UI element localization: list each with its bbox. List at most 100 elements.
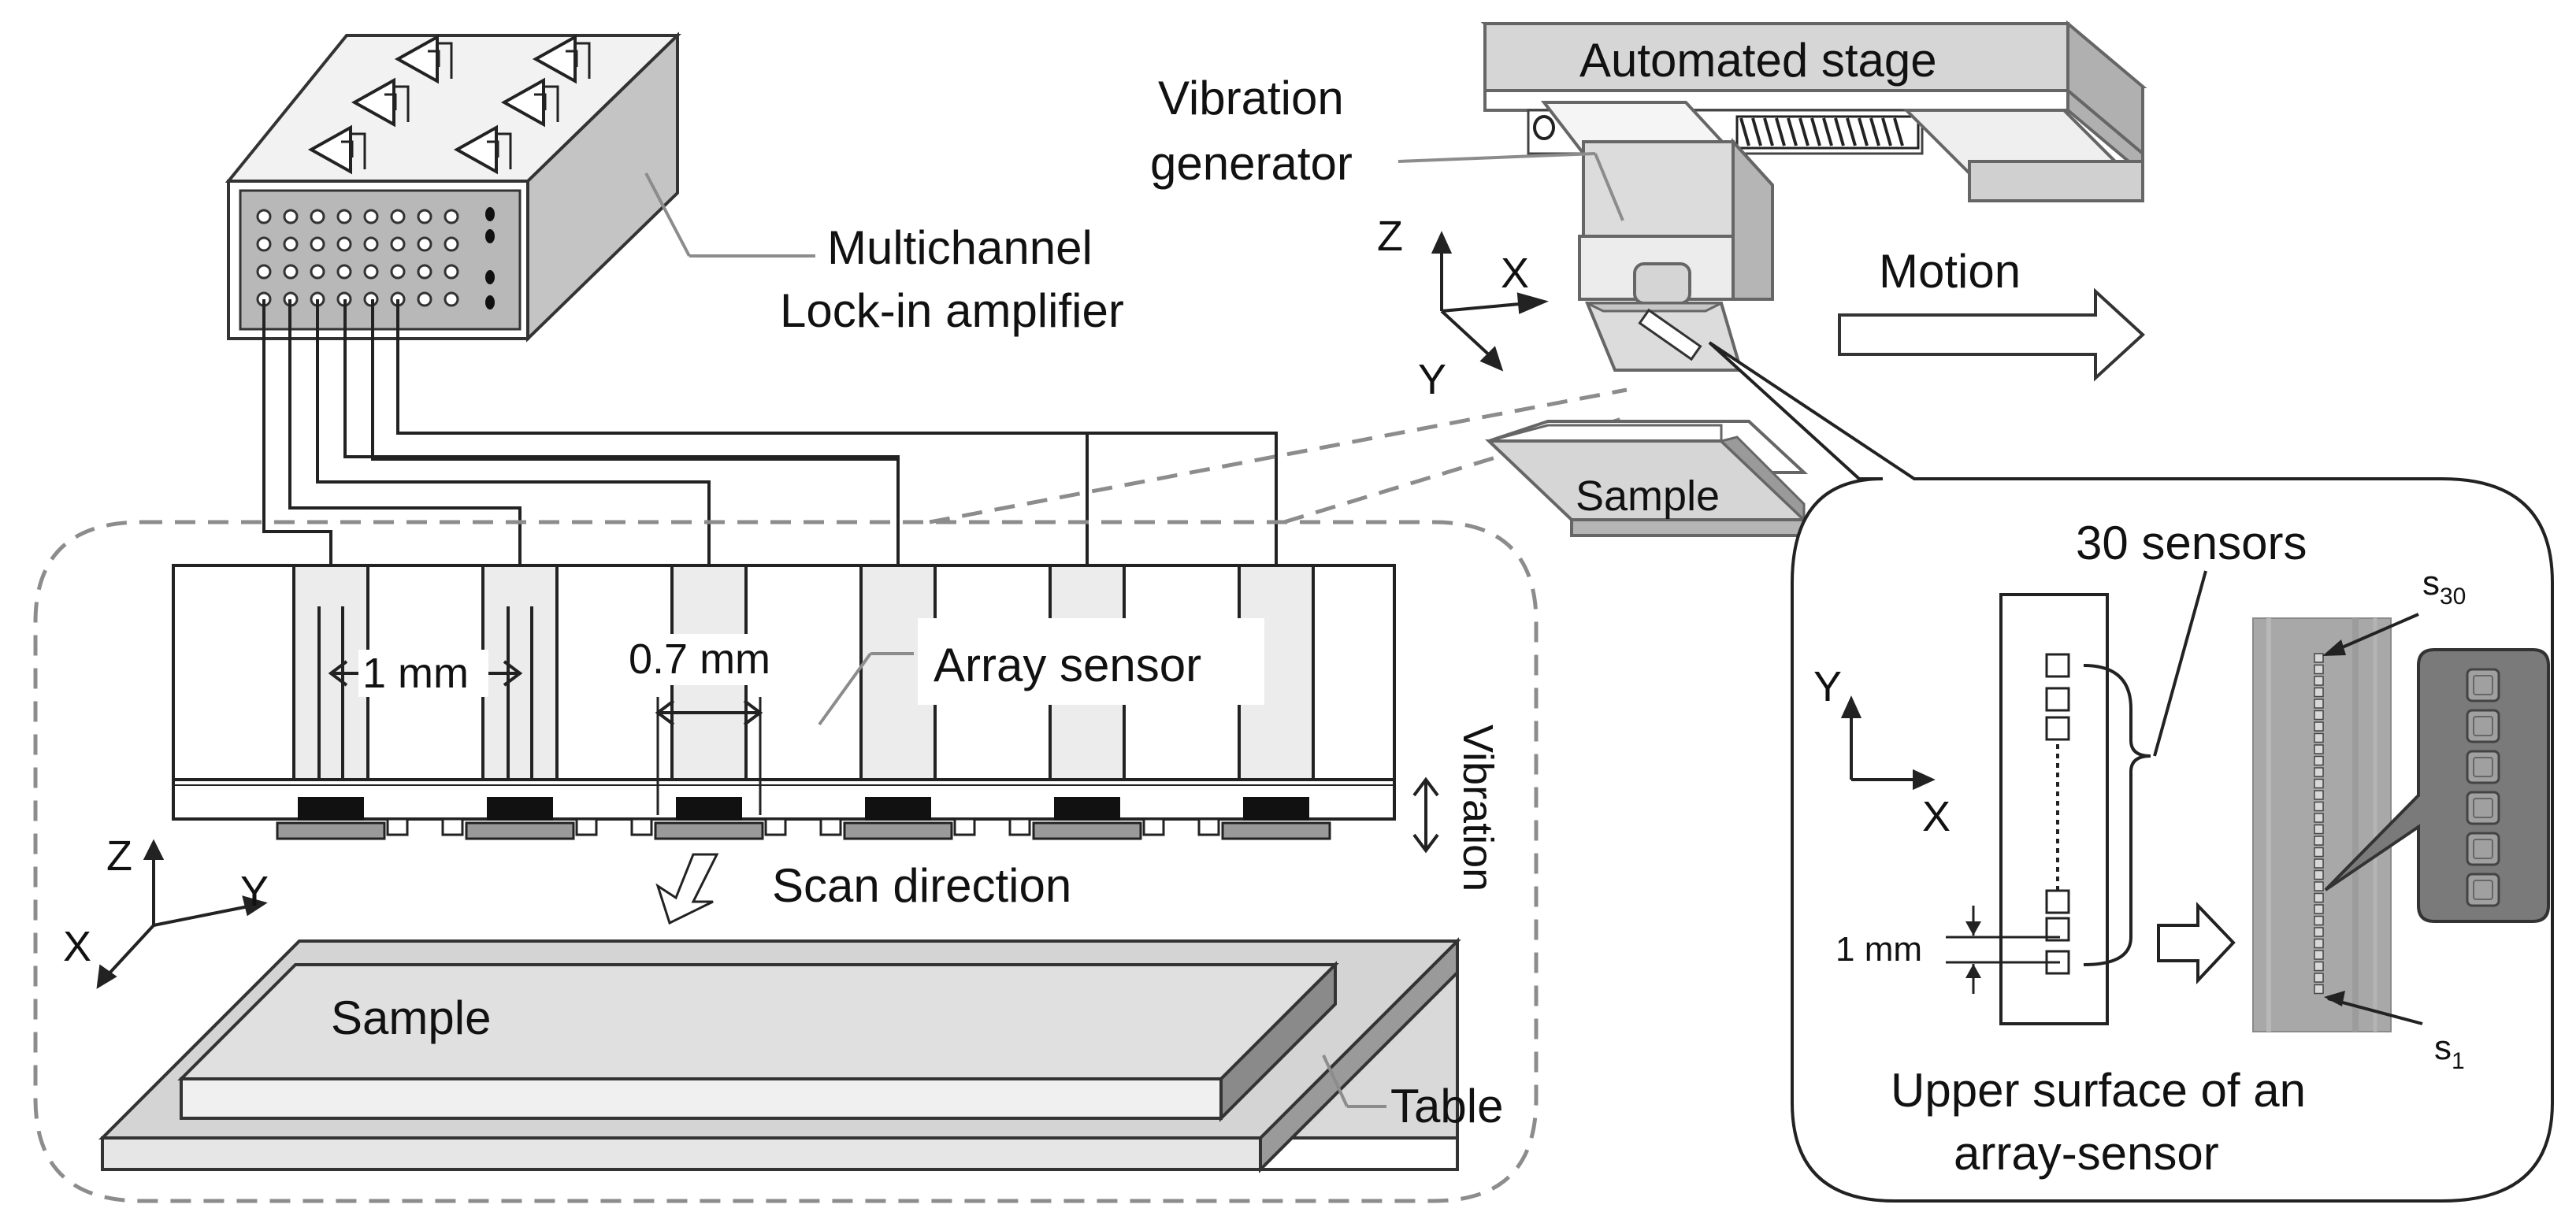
photo-sensor-dots <box>2314 653 2324 995</box>
top-axis-x: X <box>1501 250 1529 297</box>
photo-zoom-callout <box>2324 648 2550 923</box>
sensor-gap <box>630 817 653 836</box>
photo-sensor-dot <box>2314 676 2324 686</box>
photo-sensor-dot <box>2314 961 2324 972</box>
zoomed-sensor-square <box>2466 832 2500 866</box>
inset-axis-y: Y <box>1813 663 1842 710</box>
sample-main-label: Sample <box>331 991 491 1044</box>
table-label: Table <box>1390 1080 1503 1132</box>
connector-jack <box>256 236 272 252</box>
photo-sensor-dot <box>2314 950 2324 960</box>
pitch-1mm-label: 1 mm <box>362 650 469 697</box>
sensor-gap <box>764 817 787 836</box>
width-07mm-label: 0.7 mm <box>629 636 770 683</box>
pitch-dimension: 1 mm <box>328 650 523 697</box>
amplifier-label-line2: Lock-in amplifier <box>780 284 1124 337</box>
sensor-electrode <box>865 797 931 821</box>
amplifier-symbols <box>307 34 591 175</box>
scan-direction-indicator: Scan direction <box>655 853 1071 925</box>
photo-sensor-dot <box>2314 790 2324 800</box>
vibration-generator-label-line2: generator <box>1150 137 1353 190</box>
vibration-indicator: Vibration <box>1412 725 1501 891</box>
amplifier-connector-grid <box>256 207 495 309</box>
sensor-electrode <box>1054 797 1120 821</box>
sensor-gap <box>1008 817 1031 836</box>
zoomed-sensor-square <box>2466 750 2500 784</box>
photo-sensor-dot <box>2314 732 2324 743</box>
connector-jack <box>283 236 299 252</box>
sensor-gap <box>441 817 464 836</box>
sensor-gap <box>1142 817 1165 836</box>
amplifier-symbol-icon <box>307 124 366 175</box>
photo-sensor-dot <box>2314 664 2324 675</box>
connector-jack <box>444 209 459 224</box>
photo-sensor-dot <box>2314 687 2324 698</box>
connector-jack <box>417 236 432 252</box>
left-axes <box>96 839 268 989</box>
connector-jack <box>336 236 352 252</box>
photo-sensor-dot <box>2314 836 2324 846</box>
vibration-label: Vibration <box>1454 725 1501 891</box>
s1-annotation: s1 <box>2324 991 2465 1074</box>
connector-jack <box>283 209 299 224</box>
stage-rail <box>1533 115 1920 150</box>
sensor-electrode <box>487 797 553 821</box>
photo-sensor-dot <box>2314 721 2324 732</box>
sensor-squares <box>2045 653 2070 975</box>
connector-jack <box>390 236 406 252</box>
photo-sensor-dot <box>2314 881 2324 891</box>
amplifier-label-line1: Multichannel <box>827 221 1093 274</box>
inset-axes <box>1840 695 1936 791</box>
sensor-contact-pad <box>1221 821 1331 840</box>
sensor-contact-pad <box>465 821 575 840</box>
photo-sensor-dot <box>2314 904 2324 914</box>
connector-jack <box>444 264 459 280</box>
automated-stage: Automated stage <box>1480 20 2147 202</box>
sensor-gap <box>1197 817 1220 836</box>
s1-label: s1 <box>2434 1028 2465 1074</box>
photo-sensor-dot <box>2314 847 2324 858</box>
width-dimension: 0.7 mm <box>626 634 792 815</box>
motion-arrow: Motion <box>1838 245 2145 382</box>
photo-sensor-dot <box>2314 699 2324 709</box>
zoomed-sensor-square <box>2466 791 2500 825</box>
sensor-square <box>2045 687 2070 712</box>
photo-sensor-dot <box>2314 892 2324 903</box>
sensor-square <box>2045 653 2070 678</box>
zoom-region-outline <box>33 520 1539 1203</box>
sensor-gap <box>575 817 598 836</box>
connector-jack <box>283 264 299 280</box>
sample-top-label: Sample <box>1576 473 1720 520</box>
photo-sensor-dot <box>2314 973 2324 983</box>
s30-label: s30 <box>2422 564 2466 610</box>
array-sensor-label: Array sensor <box>934 639 1201 691</box>
connector-jack <box>363 209 379 224</box>
connector-jack <box>444 236 459 252</box>
sensor-gap <box>819 817 842 836</box>
photo-sensor-dot <box>2314 767 2324 777</box>
sensor-square <box>2045 716 2070 741</box>
sensor-count-leader <box>2153 570 2207 757</box>
photo-sensor-dot <box>2314 869 2324 880</box>
photo-sensor-dot <box>2314 778 2324 789</box>
top-axis-y: Y <box>1418 356 1446 403</box>
array-sensor-callout: Array sensor <box>818 618 1264 726</box>
photo-sensor-dot <box>2314 858 2324 869</box>
indicator-led <box>485 229 495 243</box>
photo-sensor-dot <box>2314 755 2324 766</box>
zoomed-sensor-square <box>2466 668 2500 702</box>
indicator-led <box>485 270 495 284</box>
inset-caption-line1: Upper surface of an <box>1891 1064 2306 1117</box>
connector-jack <box>310 209 325 224</box>
connector-jack <box>417 209 432 224</box>
amplifier-symbol-icon <box>453 124 512 175</box>
connector-jack <box>256 264 272 280</box>
projection-line <box>929 387 1628 524</box>
inset-transition-arrow <box>2157 902 2236 985</box>
sample-main: Sample <box>177 961 1339 1122</box>
sensor-count-label: 30 sensors <box>2076 517 2307 569</box>
sensor-square <box>2045 889 2070 914</box>
sensor-surface-photo <box>2252 617 2392 1032</box>
rail-end-icon <box>1533 115 1555 140</box>
sensor-contact-pad <box>1032 821 1142 840</box>
